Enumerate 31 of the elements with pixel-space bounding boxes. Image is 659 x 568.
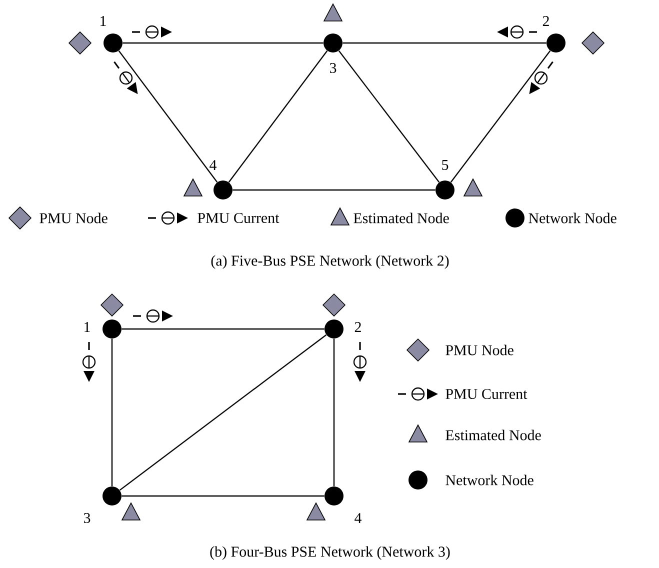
line	[333, 338, 335, 486]
legend-text: PMU Current	[446, 388, 528, 400]
bus-number: 2	[354, 322, 361, 332]
line	[450, 50, 551, 183]
line	[342, 42, 546, 44]
line	[228, 50, 328, 183]
bus-number: 4	[354, 513, 362, 523]
bus-number: 1	[100, 16, 106, 26]
caption: (a) Five-Bus PSE Network (Network 2)	[211, 255, 449, 269]
legend-text: Estimated Node	[354, 212, 449, 224]
legend-text: Estimated Node	[446, 430, 541, 440]
line	[232, 189, 436, 191]
bus-number: 3	[330, 62, 336, 74]
bus-number: 5	[442, 160, 448, 170]
bus-number: 4	[210, 160, 217, 170]
bus-number: 1	[84, 322, 90, 332]
legend-text: PMU Current	[198, 212, 280, 224]
line	[111, 338, 113, 486]
legend-text: Network Node	[446, 474, 534, 486]
line	[122, 328, 324, 330]
line	[122, 42, 324, 44]
legend-text: PMU Node	[446, 344, 514, 356]
legend-text: PMU Node	[40, 212, 108, 224]
legend-text: Network Node	[528, 212, 616, 224]
line	[119, 334, 327, 491]
line	[122, 495, 324, 497]
line	[118, 50, 218, 183]
line	[338, 50, 440, 183]
caption: (b) Four-Bus PSE Network (Network 3)	[210, 546, 450, 560]
bus-number: 3	[84, 512, 90, 524]
bus-number: 2	[542, 16, 549, 26]
